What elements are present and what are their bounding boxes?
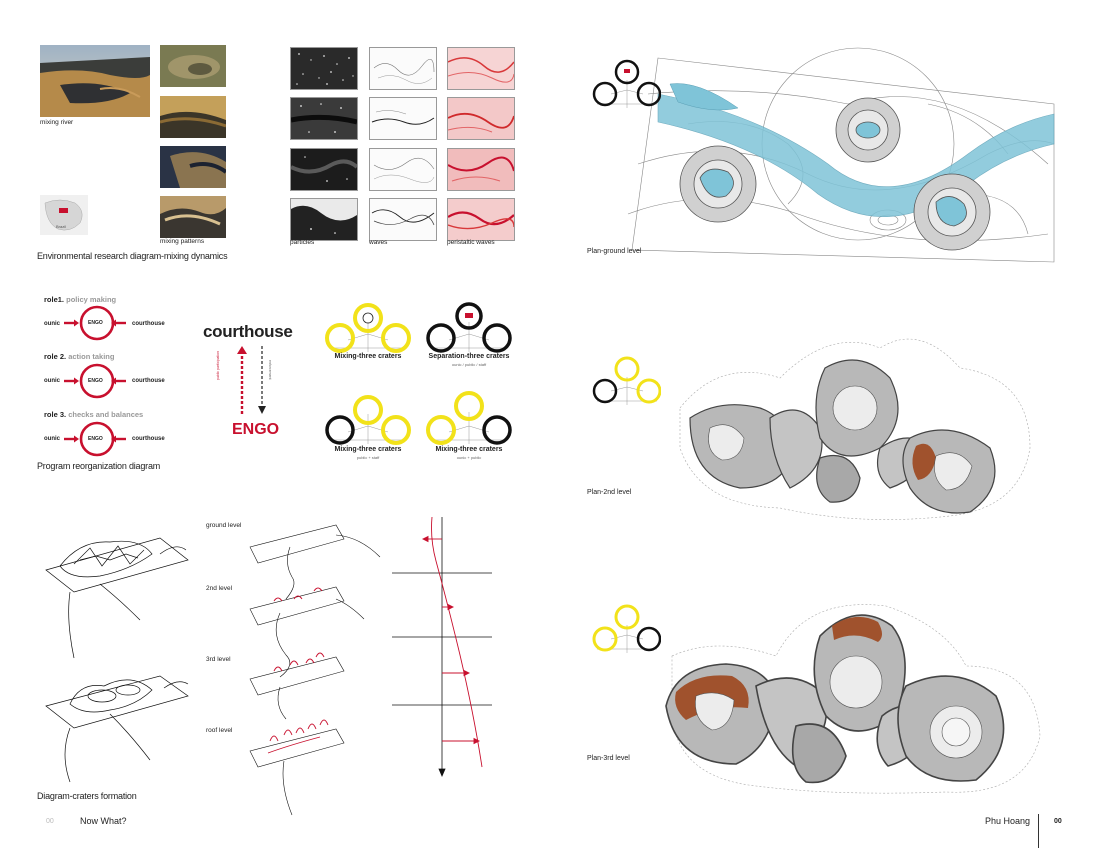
plan-2nd-label: Plan-2nd level	[587, 489, 632, 496]
footer-author: Phu Hoang	[985, 816, 1031, 826]
level-label-roof: roof level	[206, 727, 233, 734]
mixing-river-label: mixing river	[40, 119, 74, 126]
level-sketches	[240, 515, 390, 820]
brazil-map	[40, 195, 88, 235]
peristaltic-img-3	[447, 148, 515, 191]
program-caption: Program reorganization diagram	[37, 461, 161, 471]
role-3-center: ENGO	[88, 436, 103, 442]
velocity-profile-diagram	[392, 515, 494, 779]
role-1-right: courthouse	[132, 321, 165, 327]
role-3-title: role 3. checks and balances	[44, 410, 144, 419]
plan-3rd-key	[591, 603, 661, 655]
footer-title: Now What?	[80, 816, 127, 826]
level-label-3rd: 3rd level	[206, 656, 231, 663]
crater-4-title: Mixing-three craters	[435, 446, 503, 453]
plan-ground-label: Plan-ground level	[587, 248, 642, 255]
mixing-pattern-photo-3	[160, 146, 226, 188]
plan-ground-drawing	[588, 44, 1058, 284]
crater-formation-sketch-1	[40, 520, 190, 660]
particles-img-3	[290, 148, 358, 191]
role-1-diagram	[62, 304, 132, 342]
role-2-diagram	[62, 362, 132, 400]
peristaltic-img-2	[447, 97, 515, 140]
peristaltic-label: peristaltic waves	[447, 239, 495, 246]
crater-2-title: Separation-three craters	[428, 353, 510, 360]
crater-1-title: Mixing-three craters	[334, 353, 402, 360]
role-3-left: ounic	[44, 436, 60, 442]
waves-img-3	[369, 148, 437, 191]
crater-diagram-4	[423, 388, 515, 446]
role-2-right: courthouse	[132, 378, 165, 384]
crater-2-sub: ounic / public / staff	[451, 362, 487, 367]
level-label-ground: ground level	[206, 522, 242, 529]
plan-2nd-key	[591, 355, 661, 407]
enforcement-label: enforcement	[268, 360, 272, 380]
mixing-river-photo	[40, 45, 150, 117]
role-3-diagram	[62, 420, 132, 458]
particles-img-4	[290, 198, 358, 241]
waves-img-4	[369, 198, 437, 241]
mixing-pattern-photo-1	[160, 45, 226, 87]
public-participation-label: public participation	[216, 351, 220, 380]
crater-3-sub: public + staff	[356, 455, 380, 460]
role-1-left: ounic	[44, 321, 60, 327]
role-2-left: ounic	[44, 378, 60, 384]
role-1-center: ENGO	[88, 320, 103, 326]
courthouse-heading: courthouse	[203, 322, 293, 341]
crater-diagram-3	[322, 392, 414, 446]
brazil-map-label: Brazil	[56, 224, 67, 229]
role-2-center: ENGO	[88, 378, 103, 384]
engo-heading: ENGO	[232, 421, 280, 438]
particles-img-1	[290, 47, 358, 90]
waves-label: waves	[369, 239, 388, 246]
waves-img-2	[369, 97, 437, 140]
mixing-patterns-label: mixing patterns	[160, 238, 205, 245]
crater-diagram-2	[423, 300, 515, 354]
crater-4-sub: ounic + public	[456, 455, 482, 460]
courthouse-engo-arrows	[232, 344, 272, 416]
footer-divider	[1038, 814, 1039, 848]
plan-2nd-drawing	[660, 328, 1040, 528]
crater-3-title: Mixing-three craters	[334, 446, 402, 453]
role-2-title: role 2. action taking	[44, 352, 115, 361]
particles-img-2	[290, 97, 358, 140]
research-caption: Environmental research diagram-mixing dy…	[37, 251, 228, 261]
footer-page-number: 00	[1054, 818, 1062, 825]
level-label-2nd: 2nd level	[206, 585, 233, 592]
role-1-title: role1. policy making	[44, 295, 117, 304]
mixing-pattern-photo-4	[160, 196, 226, 238]
peristaltic-img-4	[447, 198, 515, 241]
crater-diagram-1	[322, 300, 414, 354]
crater-formation-sketch-2	[40, 664, 190, 784]
waves-img-1	[369, 47, 437, 90]
plan-ground-key	[591, 58, 661, 110]
plan-3rd-label: Plan-3rd level	[587, 755, 630, 762]
formation-caption: Diagram-craters formation	[37, 791, 137, 801]
role-3-right: courthouse	[132, 436, 165, 442]
mixing-pattern-photo-2	[160, 96, 226, 138]
particles-label: particles	[290, 239, 315, 246]
footer-section-number: 00	[46, 818, 54, 825]
peristaltic-img-1	[447, 47, 515, 90]
plan-3rd-drawing	[656, 596, 1046, 796]
